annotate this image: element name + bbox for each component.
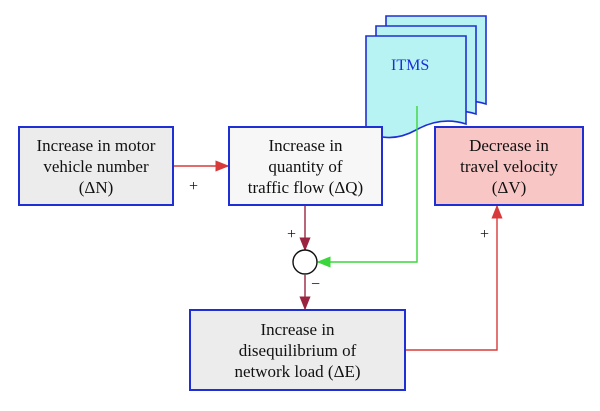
motor-box-line1: Increase in motor xyxy=(36,135,156,155)
velocity-box-line1: Decrease in xyxy=(469,135,549,155)
motor-box-line2: vehicle number xyxy=(43,156,149,176)
motor-box-line3: (ΔN) xyxy=(78,177,114,197)
flow-box-line1: Increase in xyxy=(268,135,343,155)
motor-vehicle-number-box: Increase in motor vehicle number (ΔN) xyxy=(18,126,174,206)
itms-label: ITMS xyxy=(391,57,430,74)
velocity-box-line2: travel velocity xyxy=(460,156,558,176)
traffic-flow-quantity-box: Increase in quantity of traffic flow (ΔQ… xyxy=(228,126,383,206)
diseq-box-line1: Increase in xyxy=(260,319,335,339)
sign-flow-to-sum: + xyxy=(287,226,297,243)
diseq-box-line2: disequilibrium of xyxy=(238,340,357,360)
summing-junction xyxy=(292,249,318,275)
itms-document-stack-icon xyxy=(365,15,487,139)
arrow-itms-to-sum xyxy=(316,106,418,268)
sign-motor-to-flow: + xyxy=(189,178,199,195)
sign-diseq-to-velocity: + xyxy=(480,226,490,243)
flow-box-line3: traffic flow (ΔQ) xyxy=(247,177,364,197)
velocity-box-line3: (ΔV) xyxy=(491,177,527,197)
itms-doc-front xyxy=(365,35,467,139)
flow-box-line2: quantity of xyxy=(268,156,343,176)
diseq-box-line3: network load (ΔE) xyxy=(234,361,361,381)
arrow-diseq-to-velocity xyxy=(406,204,503,351)
sign-sum-to-diseq: − xyxy=(311,276,321,293)
travel-velocity-box: Decrease in travel velocity (ΔV) xyxy=(434,126,584,206)
network-load-disequilibrium-box: Increase in disequilibrium of network lo… xyxy=(189,309,406,391)
